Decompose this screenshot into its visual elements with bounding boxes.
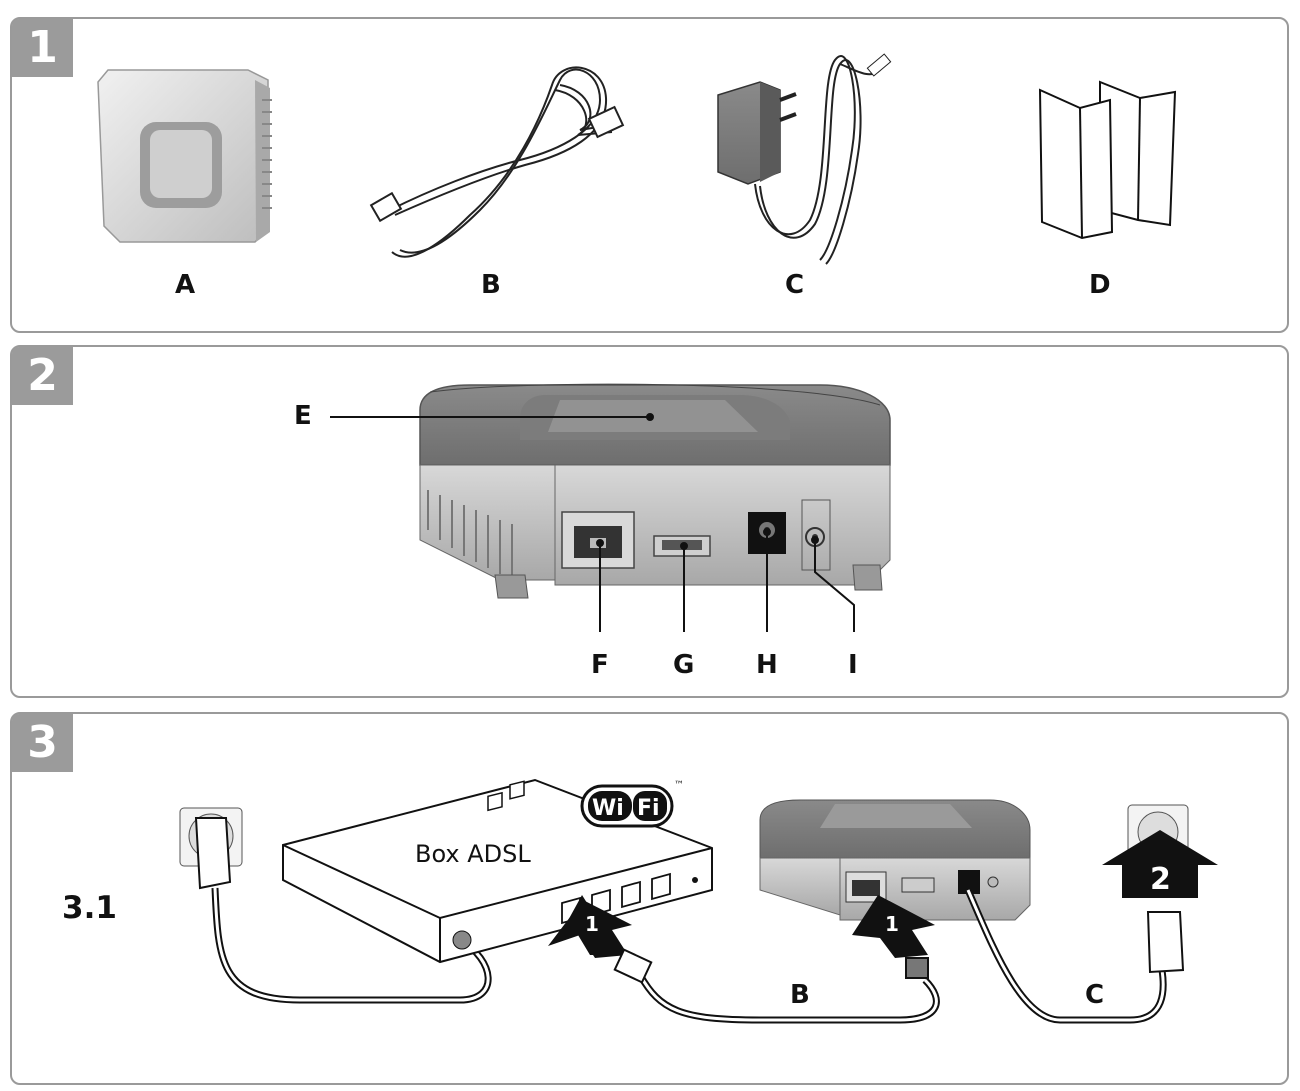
callout-f: F <box>591 650 609 680</box>
rj11-cable-connection <box>613 948 940 1024</box>
wifi-logo-text: Wi <box>592 796 624 821</box>
panel-installation: 3 <box>10 712 1289 1085</box>
callout-g: G <box>673 650 695 680</box>
device-back-view <box>419 383 891 599</box>
rj11-cable <box>369 66 625 258</box>
device-top-view <box>97 69 272 243</box>
wall-socket-left <box>179 807 243 890</box>
router-label: Box ADSL <box>415 840 531 868</box>
device-connected <box>759 799 1031 921</box>
panel-number-2: 2 <box>12 347 73 405</box>
arrow-label-1-router: 1 <box>585 912 599 936</box>
panel-number-1: 1 <box>12 19 73 77</box>
callout-e: E <box>294 401 312 431</box>
callout-lines <box>330 413 855 632</box>
arrow-label-2-socket: 2 <box>1150 862 1171 897</box>
svg-text:Fi: Fi <box>637 796 660 821</box>
arrow-1-router <box>548 895 632 958</box>
item-label-b: B <box>481 270 501 300</box>
power-adapter <box>717 53 892 265</box>
item-label-a: A <box>175 270 196 300</box>
cable-label-c: C <box>1085 980 1105 1010</box>
arrow-1-device <box>852 895 935 958</box>
item-label-c: C <box>785 270 805 300</box>
callout-i: I <box>848 650 858 680</box>
callout-h: H <box>756 650 778 680</box>
trademark: ™ <box>674 780 684 791</box>
panel-device-parts: 2 <box>10 345 1289 698</box>
cable-label-b: B <box>790 980 810 1010</box>
item-label-d: D <box>1089 270 1111 300</box>
arrow-2-socket <box>1102 830 1218 898</box>
leaflet <box>1038 80 1177 240</box>
wifi-logo: Wi Fi <box>580 784 674 828</box>
arrow-label-1-device: 1 <box>885 912 899 936</box>
panel-number-3: 3 <box>12 714 73 772</box>
step-number: 3.1 <box>62 890 117 926</box>
